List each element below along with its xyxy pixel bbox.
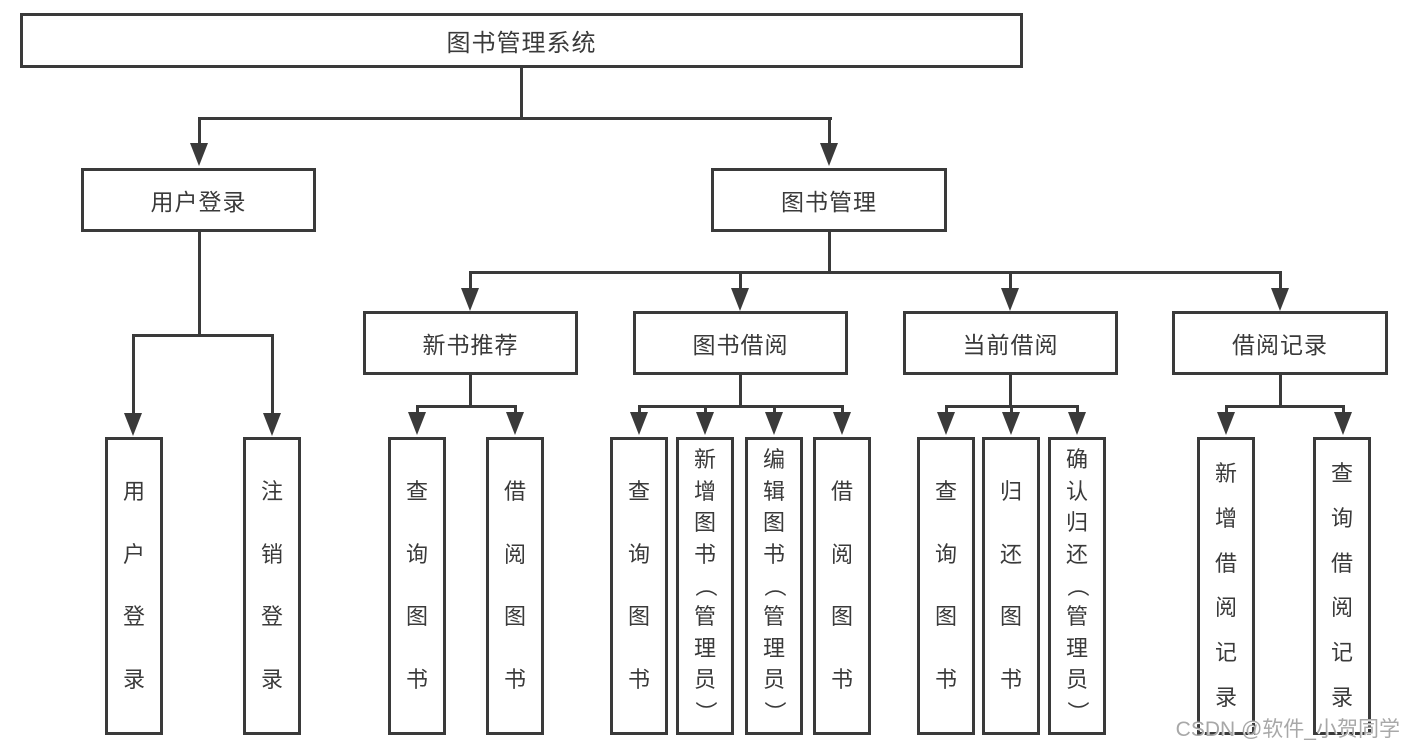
- connector-line: [1008, 271, 1012, 291]
- leaf-label: 新增图书（管理员）: [692, 447, 718, 723]
- connector-line: [197, 232, 201, 337]
- connector-line: [1008, 375, 1012, 408]
- leaf-node-query-books-current: 查询图书: [917, 437, 975, 735]
- node-label: 图书借阅: [692, 332, 789, 358]
- leaf-label: 查询图书: [405, 478, 428, 693]
- arrowhead: [1334, 412, 1352, 435]
- leaf-node-query-books-recommend: 查询图书: [388, 437, 446, 735]
- connector-line: [1278, 271, 1282, 291]
- connector-line: [1009, 405, 1013, 417]
- arrowhead: [833, 412, 851, 435]
- node-borrowing-records: 借阅记录: [1172, 311, 1388, 375]
- leaf-node-logout: 注销登录: [243, 437, 301, 735]
- arrowhead: [506, 412, 524, 435]
- leaf-node-add-books-admin: 新增图书（管理员）: [676, 437, 734, 735]
- leaf-label: 用户登录: [122, 478, 145, 693]
- node-book-management: 图书管理: [711, 168, 947, 232]
- arrowhead: [263, 413, 281, 436]
- node-label: 图书管理系统: [446, 30, 597, 57]
- connector-line: [468, 375, 472, 408]
- arrowhead: [820, 143, 838, 166]
- connector-line: [1278, 375, 1282, 408]
- leaf-label: 查询图书: [627, 478, 650, 693]
- node-library-management-system: 图书管理系统: [20, 13, 1023, 68]
- connector-line: [944, 405, 948, 417]
- arrowhead: [1068, 412, 1086, 435]
- connector-line: [1075, 405, 1079, 417]
- leaf-label: 借阅图书: [503, 478, 526, 693]
- connector-line: [415, 405, 517, 408]
- node-label: 用户登录: [150, 189, 247, 215]
- connector-line: [827, 232, 831, 274]
- connector-line: [637, 405, 844, 408]
- connector-line: [131, 334, 135, 416]
- connector-line: [738, 271, 742, 291]
- leaf-node-query-borrow-record: 查询借阅记录: [1313, 437, 1371, 735]
- arrowhead: [1002, 412, 1020, 435]
- leaf-label: 查询借阅记录: [1330, 460, 1353, 711]
- leaf-label: 编辑图书（管理员）: [761, 447, 787, 723]
- leaf-label: 确认归还（管理员）: [1064, 447, 1090, 723]
- arrowhead: [1271, 288, 1289, 311]
- connector-line: [270, 334, 274, 416]
- node-current-borrowing: 当前借阅: [903, 311, 1118, 375]
- arrowhead: [630, 412, 648, 435]
- leaf-node-confirm-return-admin: 确认归还（管理员）: [1048, 437, 1106, 735]
- leaf-label: 新增借阅记录: [1214, 460, 1237, 711]
- leaf-label: 查询图书: [934, 478, 957, 693]
- connector-line: [827, 117, 831, 147]
- connector-line: [197, 117, 832, 120]
- arrowhead: [1217, 412, 1235, 435]
- node-new-book-recommendation: 新书推荐: [363, 311, 578, 375]
- connector-line: [468, 271, 1282, 274]
- connector-line: [637, 405, 641, 417]
- leaf-node-edit-books-admin: 编辑图书（管理员）: [745, 437, 803, 735]
- leaf-node-return-books: 归还图书: [982, 437, 1040, 735]
- connector-line: [840, 405, 844, 417]
- connector-line: [772, 405, 776, 417]
- leaf-node-user-login: 用户登录: [105, 437, 163, 735]
- connector-line: [1224, 405, 1345, 408]
- connector-line: [415, 405, 419, 417]
- arrowhead: [124, 413, 142, 436]
- arrowhead: [1001, 288, 1019, 311]
- connector-line: [738, 375, 742, 408]
- connector-line: [513, 405, 517, 417]
- leaf-node-borrow-books-recommend: 借阅图书: [486, 437, 544, 735]
- node-user-login: 用户登录: [81, 168, 316, 232]
- arrowhead: [461, 288, 479, 311]
- arrowhead: [937, 412, 955, 435]
- connector-line: [1224, 405, 1228, 417]
- arrowhead: [731, 288, 749, 311]
- connector-line: [1341, 405, 1345, 417]
- node-label: 借阅记录: [1232, 332, 1328, 358]
- leaf-node-borrow-books: 借阅图书: [813, 437, 871, 735]
- leaf-node-add-borrow-record: 新增借阅记录: [1197, 437, 1255, 735]
- node-book-borrowing: 图书借阅: [633, 311, 848, 375]
- arrowhead: [408, 412, 426, 435]
- node-label: 新书推荐: [422, 332, 519, 358]
- leaf-label: 注销登录: [260, 478, 283, 693]
- connector-line: [703, 405, 707, 417]
- node-label: 图书管理: [781, 189, 877, 215]
- connector-line: [468, 271, 472, 291]
- connector-line: [197, 117, 201, 147]
- watermark-text: CSDN @软件_小贺同学: [1175, 718, 1400, 741]
- leaf-label: 归还图书: [999, 478, 1022, 693]
- arrowhead: [190, 143, 208, 166]
- leaf-label: 借阅图书: [830, 478, 853, 693]
- leaf-node-query-books-borrowing: 查询图书: [610, 437, 668, 735]
- arrowhead: [696, 412, 714, 435]
- arrowhead: [765, 412, 783, 435]
- node-label: 当前借阅: [962, 332, 1059, 358]
- connector-line: [519, 68, 523, 120]
- connector-line: [131, 334, 274, 337]
